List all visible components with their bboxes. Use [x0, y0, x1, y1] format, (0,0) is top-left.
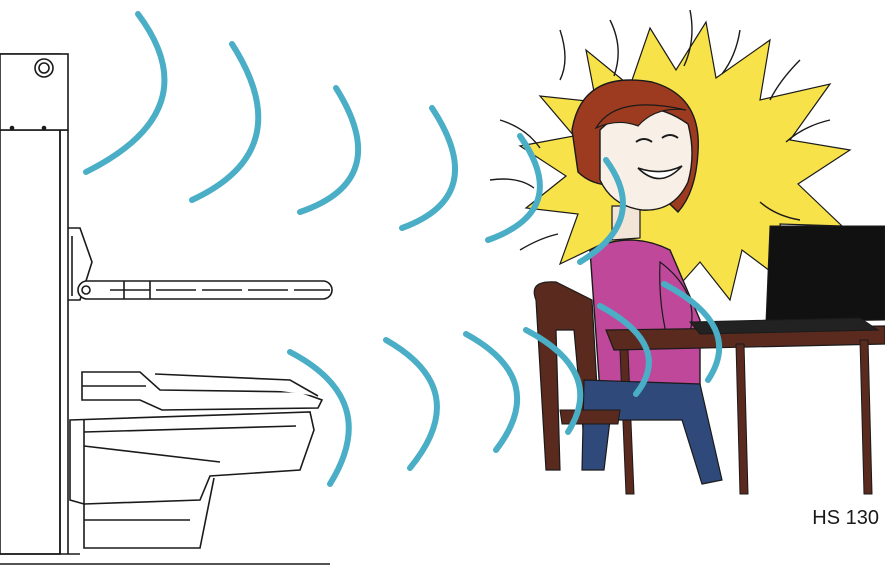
signal-wave-icon [466, 334, 517, 450]
laptop [766, 226, 885, 322]
signal-wave-icon [300, 88, 358, 212]
signal-waves-upper [86, 14, 623, 262]
signal-wave-icon [192, 44, 258, 200]
signal-wave-icon [86, 14, 164, 172]
signal-wave-icon [488, 136, 540, 240]
model-label: HS 130 [812, 507, 879, 530]
signal-wave-icon [386, 340, 437, 468]
jeans [582, 380, 722, 484]
toilet-drawing [70, 372, 322, 548]
signal-wave-icon [402, 108, 455, 228]
